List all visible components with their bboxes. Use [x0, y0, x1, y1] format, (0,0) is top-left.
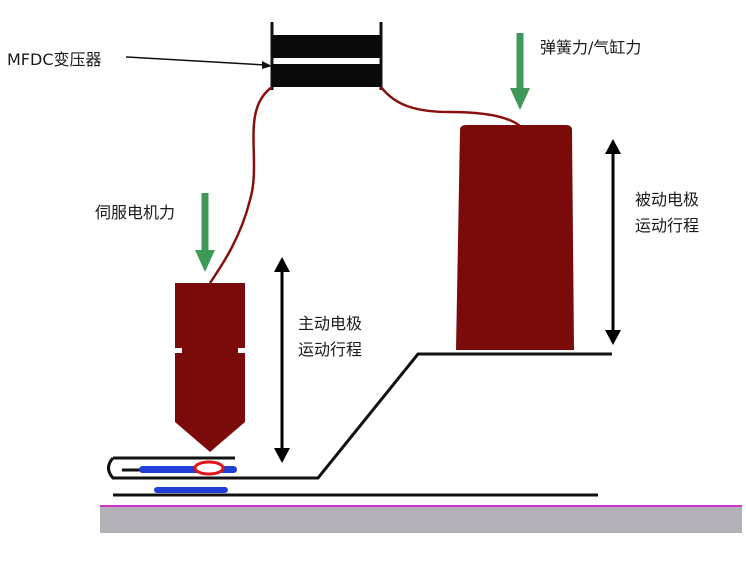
weld-nugget: [193, 460, 225, 476]
passive-label-line1: 被动电极: [635, 190, 700, 209]
spring-cylinder-force-label: 弹簧力/气缸力: [540, 38, 642, 57]
active-electrode-stroke-label: 主动电极 运动行程: [298, 311, 362, 363]
passive-electrode: [456, 125, 574, 350]
servo-force-label: 伺服电机力: [95, 203, 176, 222]
passive-electrode-stroke-label: 被动电极 运动行程: [635, 187, 699, 239]
cables: [208, 85, 521, 284]
active-stroke-arrow: [274, 257, 290, 463]
cable-to-active: [208, 85, 273, 284]
transformer-label: MFDC变压器: [7, 50, 102, 69]
active-label-line1: 主动电极: [298, 314, 363, 333]
lower-weld-band: [154, 487, 228, 493]
base-plate: [100, 505, 742, 533]
spring-force-arrow: [510, 33, 530, 110]
active-label-line2: 运动行程: [298, 340, 363, 359]
mfdc-transformer: [270, 22, 383, 90]
cable-to-passive: [380, 86, 521, 128]
servo-force-arrow: [195, 193, 215, 272]
active-electrode: [175, 283, 245, 452]
upper-sheet-bent-edge: [107, 352, 612, 480]
passive-label-line2: 运动行程: [635, 216, 700, 235]
transformer-leader: [125, 56, 272, 69]
passive-stroke-arrow: [605, 139, 621, 345]
